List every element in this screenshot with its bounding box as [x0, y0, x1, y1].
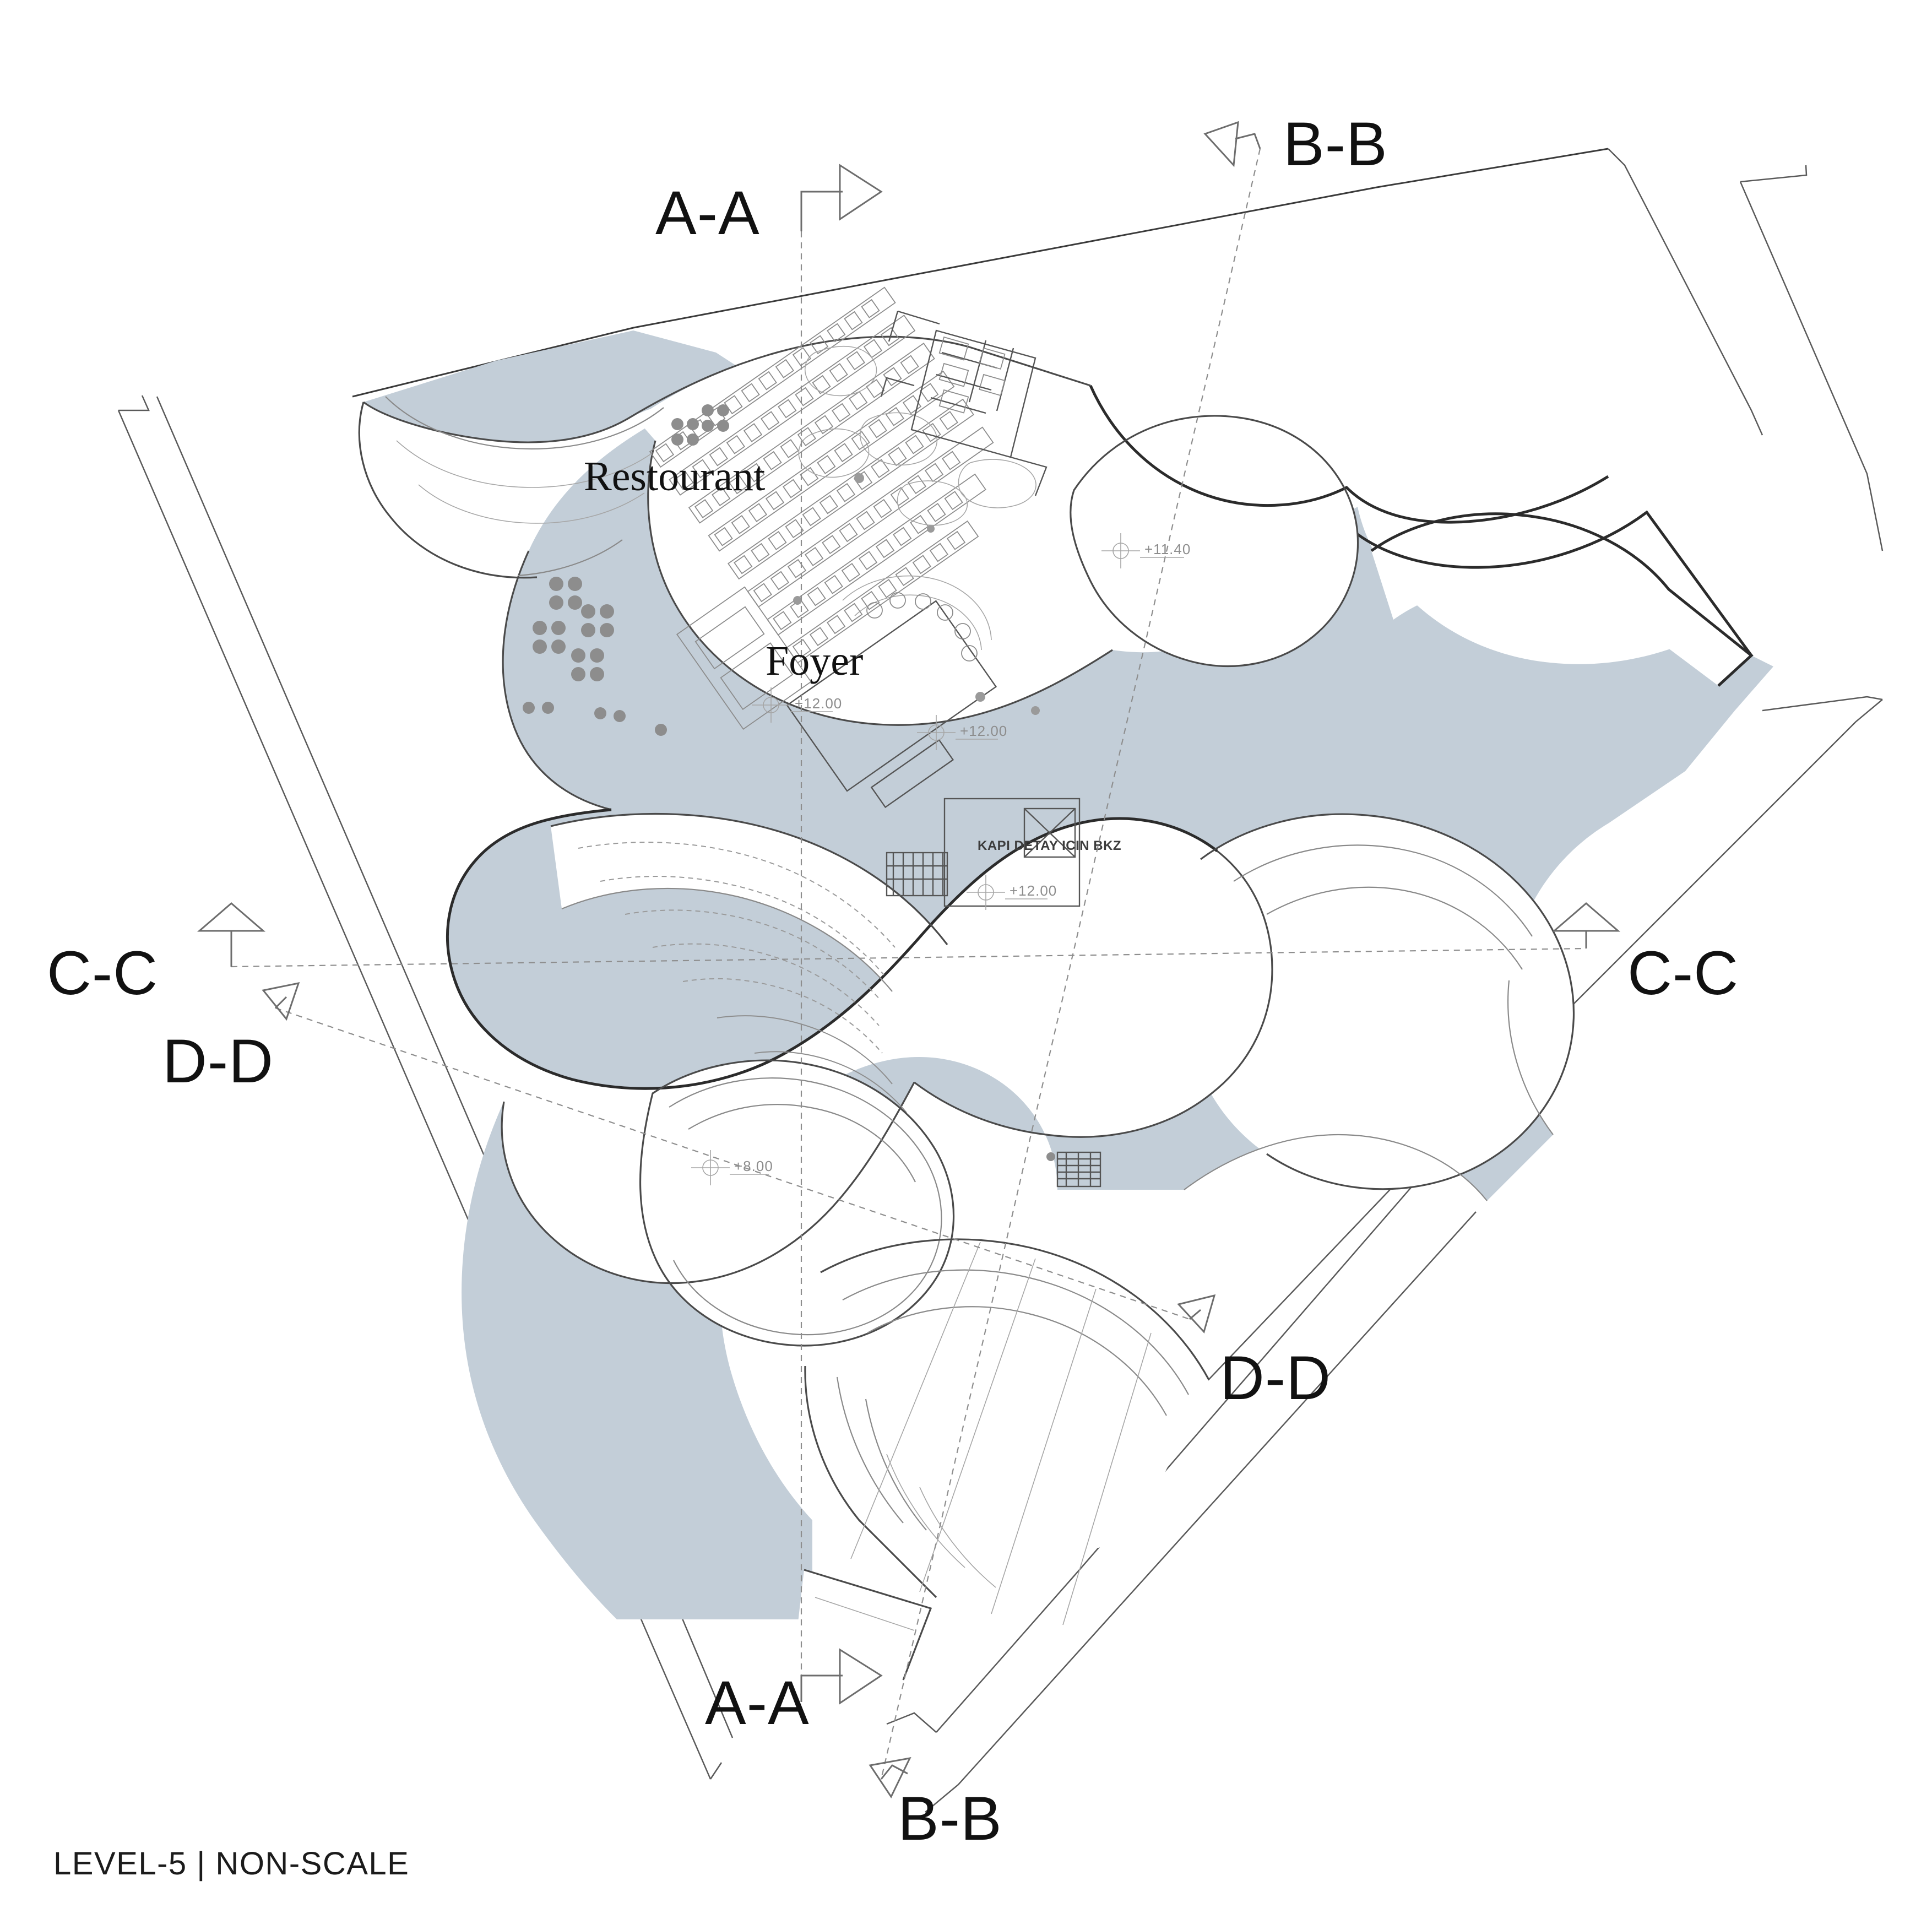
section-label-aa-top: A-A [655, 178, 760, 247]
elevation-marker: +8.00 [691, 1150, 773, 1185]
stair-hatch-lower [1046, 1151, 1101, 1188]
arrow-bb-bottom [869, 1757, 911, 1799]
upper-left-shore [385, 396, 664, 577]
sheet-caption: LEVEL-5 | NON-SCALE [53, 1846, 410, 1882]
service-kitchen-block [798, 310, 1048, 496]
section-cut-lines [231, 148, 1587, 1780]
section-label-bb-top: B-B [1283, 110, 1388, 178]
elevation-value: +12.00 [1010, 882, 1057, 899]
freeform-islands [842, 412, 1036, 662]
elevation-value: +8.00 [734, 1158, 773, 1174]
elevation-marker: +11.40 [1101, 533, 1191, 568]
section-line-cc [231, 947, 1587, 968]
section-label-dd-bottom: D-D [1220, 1343, 1331, 1412]
section-label-cc-left: C-C [47, 939, 158, 1007]
elevation-marker: +12.00 [967, 875, 1057, 910]
section-label-bb-bottom: B-B [898, 1784, 1002, 1853]
room-label-restaurant: Restourant [584, 453, 765, 500]
arrow-bb-top [1203, 121, 1261, 167]
section-label-aa-bottom: A-A [705, 1668, 810, 1737]
arrow-cc-right [1551, 902, 1621, 948]
arrow-aa-top [800, 164, 883, 231]
arrow-aa-bottom [800, 1648, 883, 1705]
section-label-dd-left: D-D [162, 1027, 274, 1096]
arrow-cc-left [197, 902, 266, 967]
elevation-marker: +12.00 [917, 715, 1007, 750]
section-label-cc-right: C-C [1627, 939, 1739, 1007]
section-line-dd [275, 1007, 1190, 1320]
elevation-markers: +11.40 +12.00 +12.00 +12.00 +8.0 [691, 533, 1191, 1185]
arrow-dd-left [262, 982, 300, 1021]
section-arrow-heads [197, 121, 1621, 1799]
door-detail-box: KAPI DETAY ICIN BKZ [886, 798, 1121, 907]
planter-dots [523, 404, 1040, 736]
elevation-value: +12.00 [960, 723, 1007, 739]
elevation-value: +11.40 [1144, 541, 1191, 557]
section-line-bb [880, 148, 1261, 1780]
room-label-foyer: Foyer [766, 638, 863, 684]
elevation-marker: +12.00 [752, 687, 842, 723]
arrow-dd-right [1177, 1294, 1216, 1334]
elevation-value: +12.00 [795, 695, 842, 712]
mass-outlines [358, 335, 1754, 1681]
